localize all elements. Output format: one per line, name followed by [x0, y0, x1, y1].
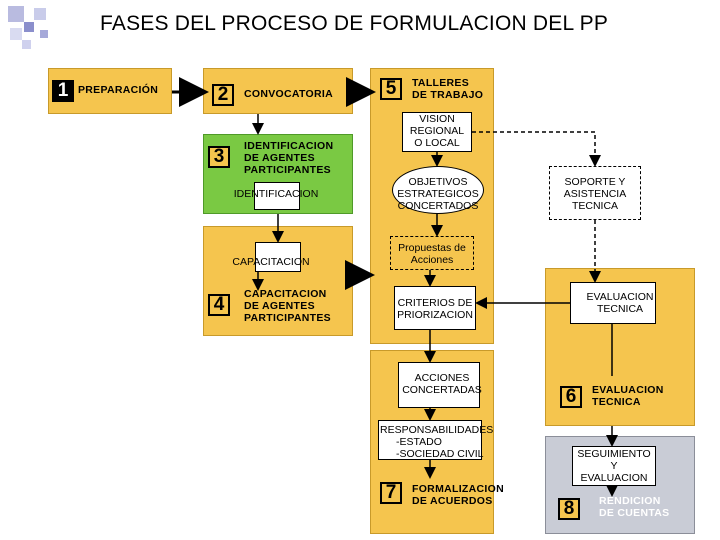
phase6-number: 6 — [560, 386, 582, 408]
text-line: SEGUIMIENTO — [577, 448, 651, 460]
phase5-number: 5 — [380, 78, 402, 100]
text-line: EVALUACION — [586, 291, 654, 303]
evaluacion-box — [570, 282, 656, 324]
text-line: REGIONAL — [409, 125, 465, 137]
text-line: O LOCAL — [414, 137, 460, 149]
text-line: RESPONSABILIDADES — [380, 424, 494, 436]
responsabilidades-text: RESPONSABILIDADES -ESTADO -SOCIEDAD CIVI… — [380, 424, 520, 460]
phase4-number: 4 — [208, 294, 230, 316]
soporte-text: SOPORTE Y ASISTENCIA TECNICA — [545, 176, 645, 212]
text-line: ACCIONES — [414, 372, 470, 384]
evaluacion-box-text: EVALUACION TECNICA — [570, 291, 670, 315]
label-line: PARTICIPANTES — [244, 164, 331, 176]
phase4-label: CAPACITACION DE AGENTES PARTICIPANTES — [244, 288, 331, 324]
label-line: RENDICION — [599, 495, 661, 507]
phase7-number: 7 — [380, 482, 402, 504]
label-line: DE ACUERDOS — [412, 495, 493, 507]
identificacion-text: IDENTIFICACION — [233, 188, 319, 200]
label-line: DE TRABAJO — [412, 89, 484, 101]
label-line: FORMALIZACION — [412, 483, 504, 495]
text-line: Propuestas de — [398, 242, 466, 254]
objetivos-text: OBJETIVOS ESTRATEGICOS CONCERTADOS — [388, 176, 488, 212]
phase1-label: PREPARACIÓN — [78, 84, 159, 96]
phase1-number: 1 — [52, 80, 74, 102]
dash-vision-soporte — [472, 131, 601, 167]
acciones-text: ACCIONES CONCERTADAS — [392, 372, 492, 396]
text-line: Y — [610, 460, 618, 472]
label-line: DE AGENTES — [244, 152, 315, 164]
propuestas-text: Propuestas de Acciones — [382, 242, 482, 266]
seguimiento-text: SEGUIMIENTO Y EVALUACION — [564, 448, 664, 484]
vision-text: VISION REGIONAL O LOCAL — [392, 113, 482, 149]
decor-square — [22, 40, 31, 49]
phase2-number: 2 — [212, 84, 234, 106]
text-line: TECNICA — [596, 303, 644, 315]
objetivos-ellipse — [392, 166, 484, 214]
capacitacion-text: CAPACITACION — [232, 256, 310, 268]
panel-phase1 — [48, 68, 172, 114]
text-line: VISION — [419, 113, 455, 125]
phase6-label: EVALUACION TECNICA — [592, 384, 664, 408]
decor-square — [34, 8, 46, 20]
text-line: OBJETIVOS — [408, 176, 468, 188]
phase8-number: 8 — [558, 498, 580, 520]
text-line: CONCERTADOS — [397, 200, 479, 212]
text-line: ESTRATEGICOS — [397, 188, 479, 200]
label-line: DE AGENTES — [244, 300, 315, 312]
phase2-label: CONVOCATORIA — [244, 88, 333, 100]
text-line: -ESTADO — [396, 436, 442, 448]
acciones-box — [398, 362, 480, 408]
page-title: FASES DEL PROCESO DE FORMULACION DEL PP — [100, 12, 609, 35]
identificacion-box — [254, 182, 300, 210]
decor-square — [40, 30, 48, 38]
text-line: -SOCIEDAD CIVIL — [396, 448, 484, 460]
phase5-label: TALLERES DE TRABAJO — [412, 77, 483, 101]
label-line: TALLERES — [412, 77, 470, 89]
text-line: ASISTENCIA — [563, 188, 627, 200]
text-line: Acciones — [410, 254, 454, 266]
text-line: SOPORTE Y — [564, 176, 626, 188]
phase7-label: FORMALIZACION DE ACUERDOS — [412, 483, 504, 507]
label-line: PARTICIPANTES — [244, 312, 331, 324]
phase3-number: 3 — [208, 146, 230, 168]
capacitacion-box — [255, 242, 301, 272]
text-line: EVALUACION — [580, 472, 648, 484]
text-line: CRITERIOS DE — [397, 297, 473, 309]
phase3-label: IDENTIFICACION DE AGENTES PARTICIPANTES — [244, 140, 333, 176]
label-line: CAPACITACION — [244, 288, 327, 300]
text-line: TECNICA — [571, 200, 619, 212]
label-line: EVALUACION — [592, 384, 664, 396]
phase8-label: RENDICION DE CUENTAS — [599, 495, 669, 519]
text-line: CONCERTADAS — [402, 384, 482, 396]
text-line: PRIORIZACION — [397, 309, 473, 321]
criterios-text: CRITERIOS DE PRIORIZACION — [385, 297, 485, 321]
label-line: TECNICA — [592, 396, 641, 408]
decor-square — [8, 6, 24, 22]
decor-square — [24, 22, 34, 32]
decor-square — [10, 28, 22, 40]
label-line: IDENTIFICACION — [244, 140, 334, 152]
label-line: DE CUENTAS — [599, 507, 670, 519]
vision-box — [402, 112, 472, 152]
